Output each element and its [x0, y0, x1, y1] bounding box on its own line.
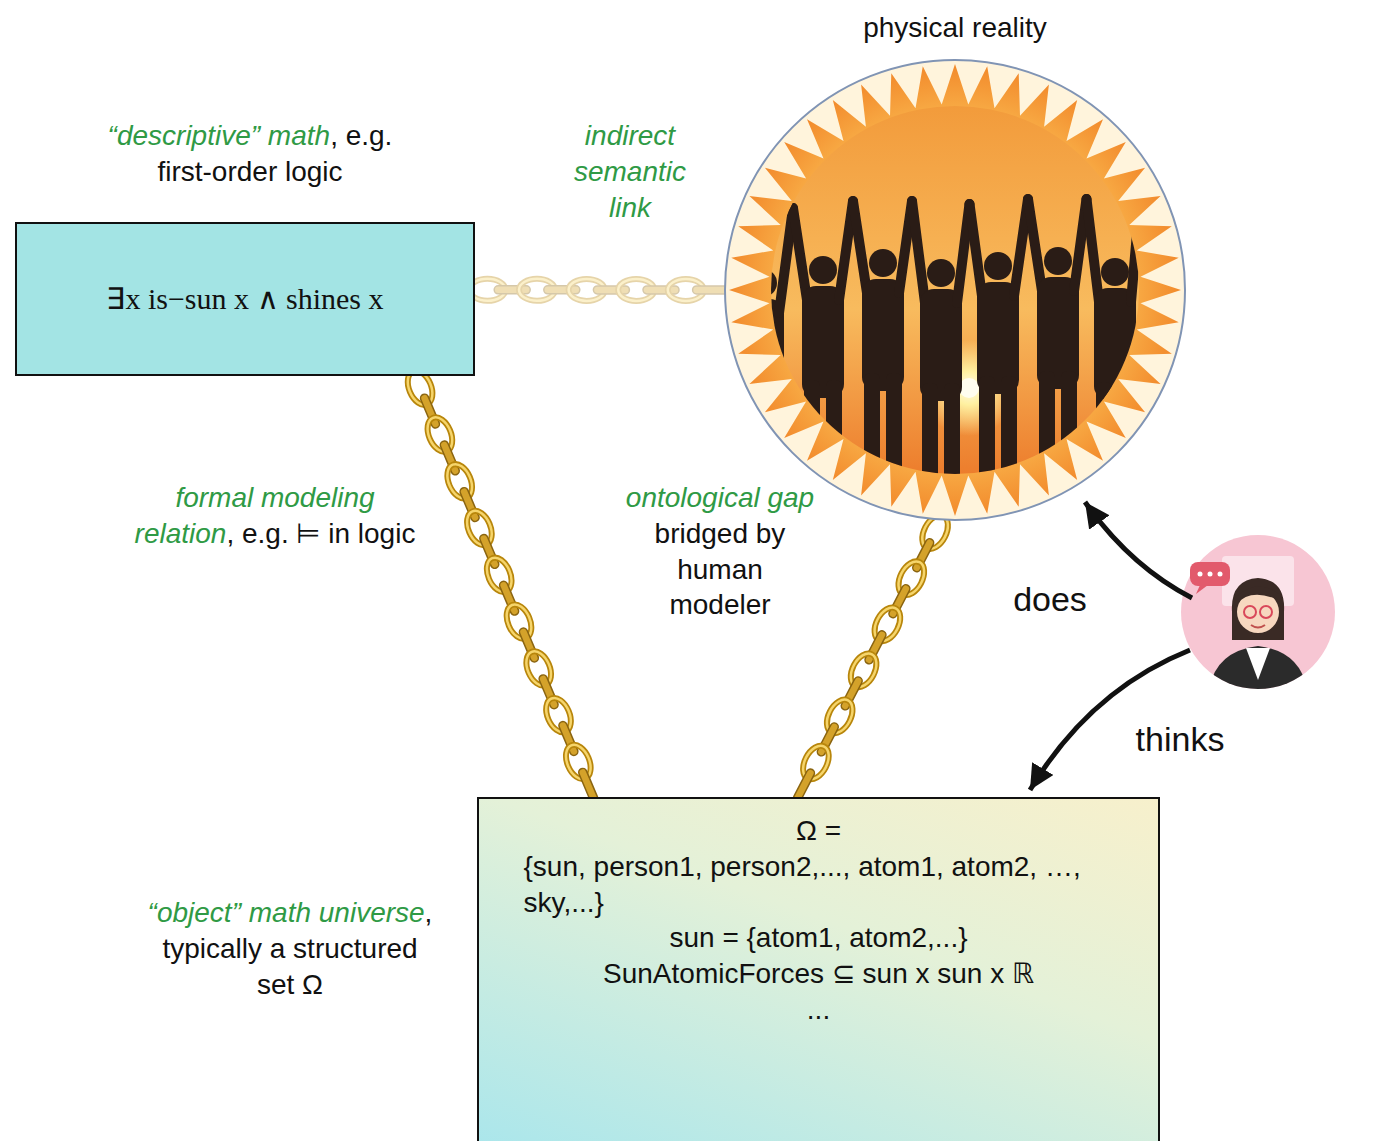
semantic-caption: indirect semantic link [550, 118, 710, 225]
leg [1039, 371, 1055, 571]
universe-text: {sun, person1, person2,..., atom1, atom2… [524, 849, 1114, 921]
head [809, 256, 837, 284]
speech-bubble [1190, 562, 1230, 586]
leg [1096, 382, 1112, 582]
torso [1142, 296, 1184, 408]
speech-dot [1218, 572, 1223, 577]
chain-link [502, 601, 536, 643]
formula-box: ∃x is−sun x ∧ shines x [15, 222, 475, 376]
leg [804, 380, 820, 580]
reality-circle-art [723, 58, 1187, 522]
icon-smile [1251, 625, 1265, 628]
raised-arm [1087, 199, 1100, 302]
icon-disc [1181, 535, 1335, 689]
chain-link [561, 741, 595, 783]
head [984, 252, 1012, 280]
chain-link [443, 460, 477, 502]
chain-link-shine [522, 648, 556, 690]
raised-arm [1139, 210, 1147, 310]
green-caption: indirect semantic link [550, 118, 710, 225]
green-caption: “descriptive” math [108, 120, 331, 151]
head [927, 259, 955, 287]
leg [922, 383, 938, 583]
head [1149, 266, 1177, 294]
universe-box: Ω ={sun, person1, person2,..., atom1, at… [477, 797, 1160, 1141]
does-arrow [1085, 502, 1192, 598]
icon-jacket [1208, 646, 1308, 700]
icon-fringe [1237, 586, 1279, 604]
universe-text: ... [807, 992, 830, 1028]
head [749, 269, 777, 297]
circle-heading: physical reality [683, 10, 1227, 46]
gap-caption: ontological gapbridged by human modeler [625, 480, 815, 623]
chain-link-edge [494, 286, 530, 294]
speech-dot [1198, 572, 1203, 577]
head [1044, 247, 1072, 275]
caption-text: does [995, 578, 1105, 622]
raised-arm [970, 204, 983, 296]
chain-link-shine [462, 507, 496, 549]
leg [864, 373, 880, 573]
chain-link-edge [693, 286, 729, 294]
modeling-caption: formal modeling relation, e.g. ⊨ in logi… [125, 480, 425, 552]
chain-link-shine [443, 460, 477, 502]
chain-link [482, 554, 516, 596]
leg [886, 373, 902, 573]
head [869, 249, 897, 277]
thinks-caption: thinks [1120, 718, 1240, 762]
chain-link-edge [593, 286, 629, 294]
universe-caption: “object” math universe, typically a stru… [140, 895, 440, 1002]
chain-link [423, 414, 457, 456]
chain-link-shine [541, 694, 575, 736]
leg [1118, 382, 1134, 582]
chain-connector [792, 511, 953, 803]
caption-text: bridged by human modeler [625, 516, 815, 623]
speech-dot [1208, 572, 1213, 577]
leg [1166, 390, 1182, 590]
universe-text: Ω = [796, 813, 841, 849]
chain-link-edge [643, 286, 679, 294]
green-caption: ontological gap [625, 480, 815, 516]
chain-link [462, 507, 496, 549]
chain-link-shine [561, 741, 595, 783]
icon-hair [1232, 578, 1284, 640]
leg [1061, 371, 1077, 571]
icon-glasses [1260, 606, 1272, 618]
raised-arm [793, 208, 807, 300]
math-heading: “descriptive” math, e.g. first-order log… [85, 118, 415, 190]
leg [1144, 390, 1160, 590]
chain-link [541, 694, 575, 736]
raised-arm [1028, 199, 1042, 291]
chain-link-shine [482, 554, 516, 596]
person-icon [1181, 535, 1335, 700]
raised-arm [1131, 210, 1139, 302]
caption-text: , e.g. ⊨ in logic [226, 518, 415, 549]
speech-bubble-tail [1196, 585, 1208, 594]
reality-circle: physical reality [723, 58, 1187, 522]
chain-link-shine [423, 414, 457, 456]
formula-text: ∃x is−sun x ∧ shines x [106, 280, 383, 318]
raised-arm [853, 201, 867, 293]
universe-text: sun = {atom1, atom2,...} [669, 920, 967, 956]
sunset-scene [742, 98, 1184, 593]
icon-glasses [1244, 606, 1256, 618]
chain-connector [469, 279, 728, 301]
icon-shirt [1246, 648, 1270, 680]
leg [826, 380, 842, 580]
raised-arm [912, 201, 925, 303]
head [1101, 258, 1129, 286]
chain-link-edge [544, 286, 580, 294]
green-caption: “object” math universe [148, 897, 425, 928]
chain-connector [403, 367, 599, 804]
does-caption: does [995, 578, 1105, 622]
leg [944, 383, 960, 583]
leg [1001, 376, 1017, 576]
universe-text: SunAtomicForces ⊆ sun x sun x ℝ [603, 956, 1034, 992]
chain-link-shine [502, 601, 536, 643]
caption-text: thinks [1120, 718, 1240, 762]
chain-link [522, 648, 556, 690]
leg [979, 376, 995, 576]
